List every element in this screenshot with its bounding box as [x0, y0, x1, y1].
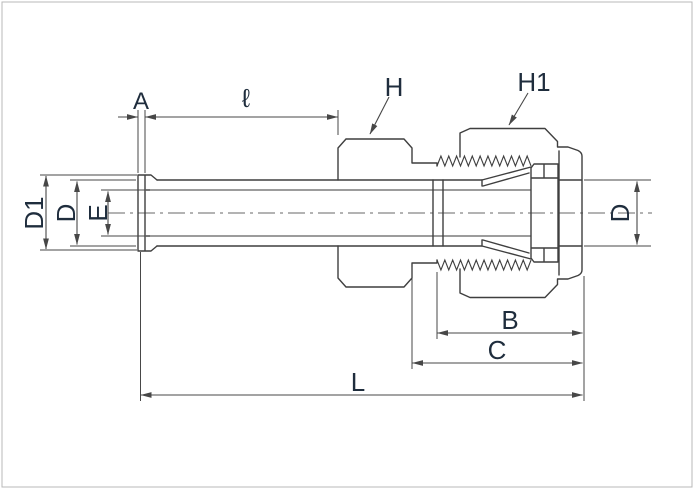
leader-h [369, 96, 390, 135]
body-end-face [432, 179, 444, 247]
dimension-lines [43, 92, 640, 398]
label-d1: D1 [19, 196, 49, 229]
ferrule-cone [481, 166, 532, 260]
label-d-right: D [605, 204, 635, 223]
label-d-left: D [51, 204, 81, 223]
label-c: C [488, 335, 507, 365]
label-e: E [83, 204, 113, 221]
label-b: B [501, 305, 518, 335]
label-l: L [351, 367, 365, 397]
dimension-labels: A ℓ H H1 D1 D E D B C L [19, 67, 635, 397]
bore-lines [146, 189, 531, 237]
nut-outline [459, 127, 583, 299]
label-a: A [133, 88, 149, 115]
tube-outline [156, 179, 483, 247]
flange [137, 174, 158, 252]
label-ell: ℓ [242, 83, 251, 113]
body-outline [137, 127, 583, 299]
label-h: H [385, 72, 404, 102]
thread-zigzag [436, 154, 532, 272]
leader-h1 [508, 92, 529, 126]
back-ferrule [530, 163, 559, 263]
extension-lines [40, 110, 651, 401]
hex-section [337, 138, 438, 288]
nut-bore-opening [558, 150, 583, 276]
label-h1: H1 [517, 67, 550, 97]
